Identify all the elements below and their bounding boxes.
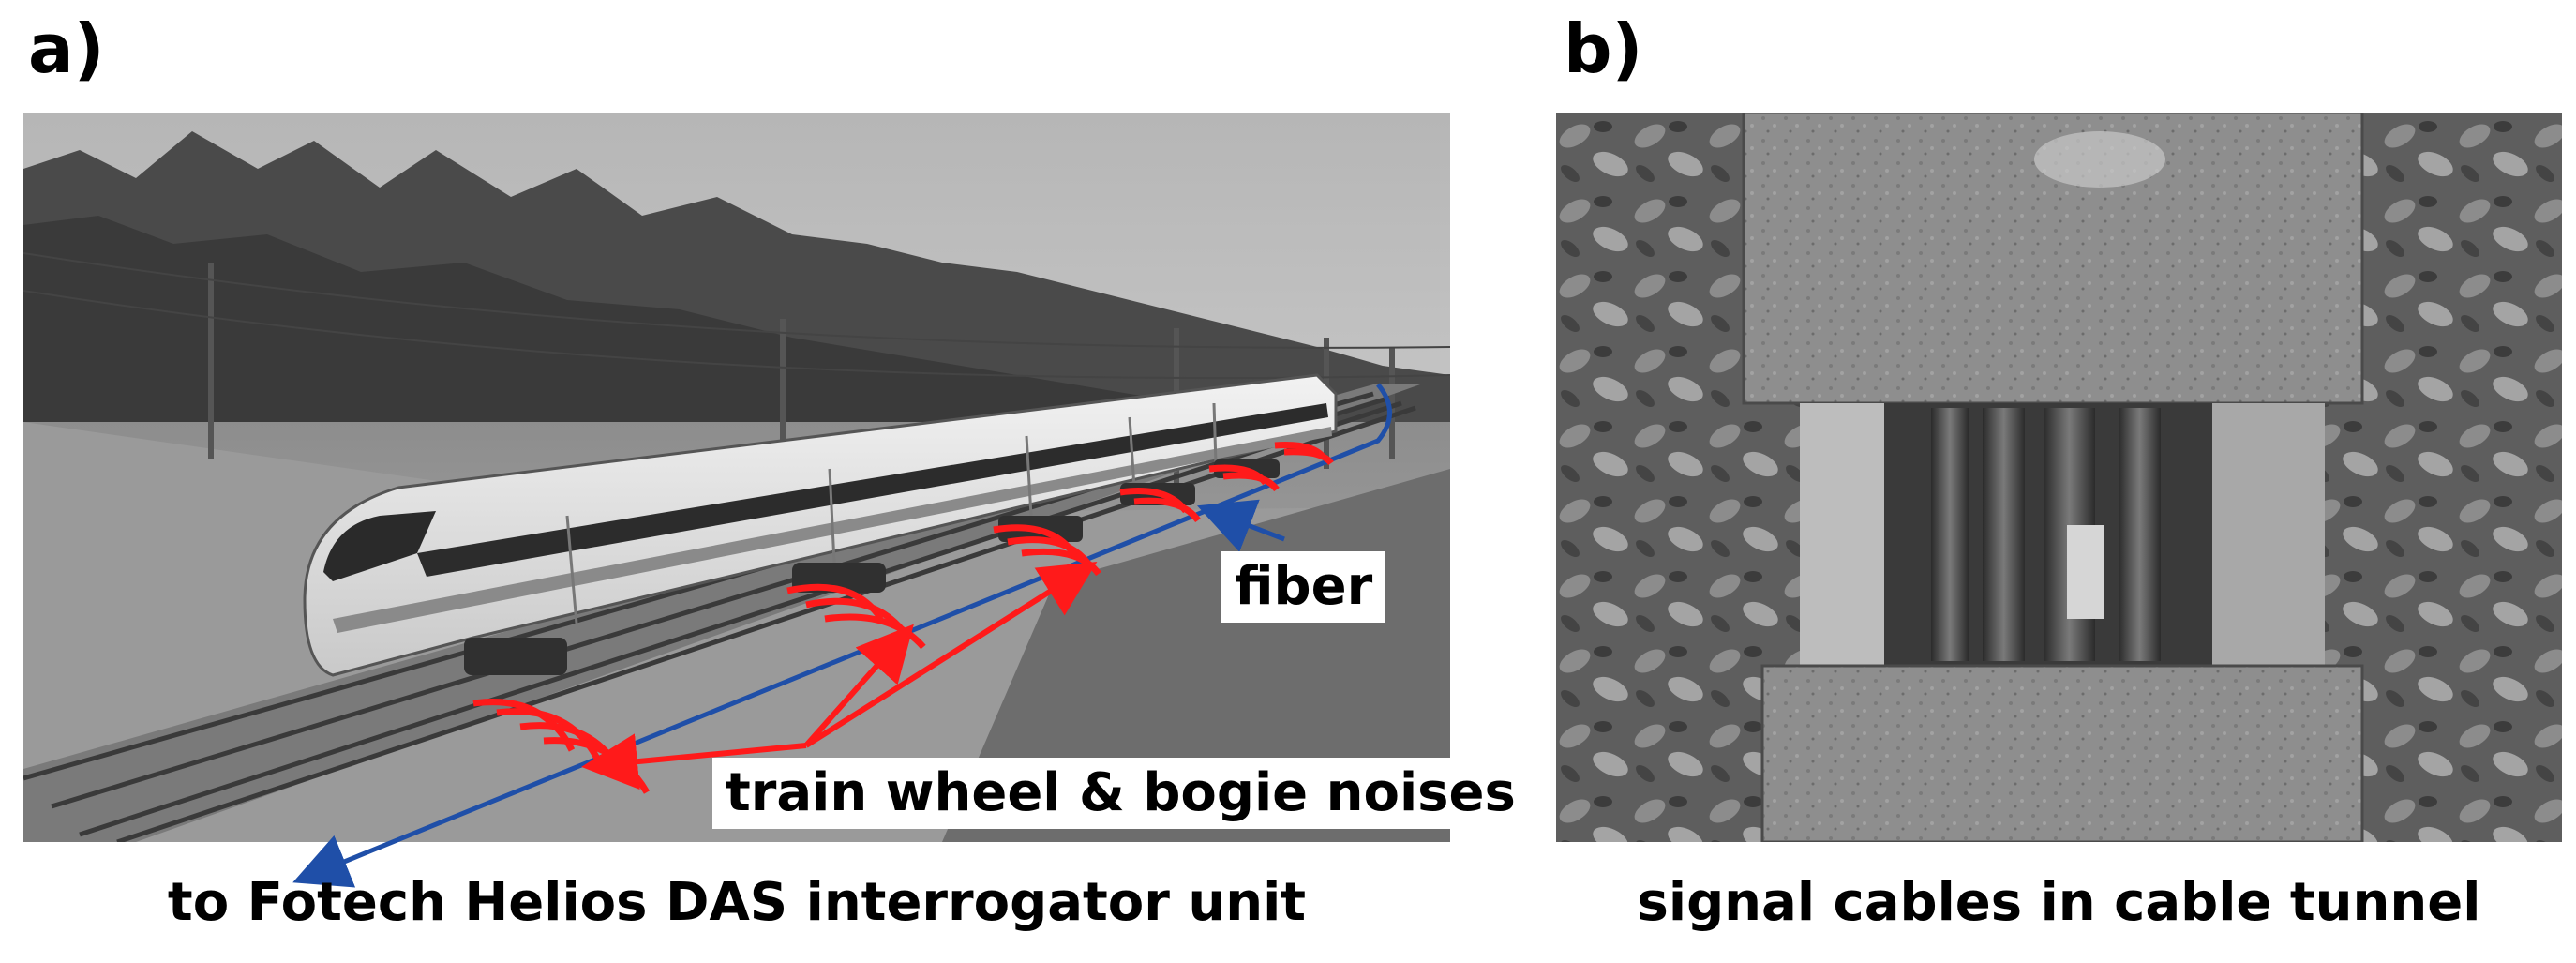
train-photo xyxy=(23,113,1450,842)
fiber-label: fiber xyxy=(1221,551,1386,623)
noise-arcs xyxy=(472,442,1334,794)
noise-pointer-arrows xyxy=(581,561,1098,790)
fiber-pointer-arrow xyxy=(1196,499,1285,552)
fiber-line xyxy=(292,383,1392,888)
noise-label: train wheel & bogie noises xyxy=(712,758,1529,829)
panel-b-caption: signal cables in cable tunnel xyxy=(1637,872,2481,933)
panel-a-letter: a) xyxy=(28,9,105,88)
panel-b-letter: b) xyxy=(1564,9,1643,88)
cable-tunnel-photo xyxy=(1556,113,2562,842)
panel-a-caption: to Fotech Helios DAS interrogator unit xyxy=(167,872,1307,933)
